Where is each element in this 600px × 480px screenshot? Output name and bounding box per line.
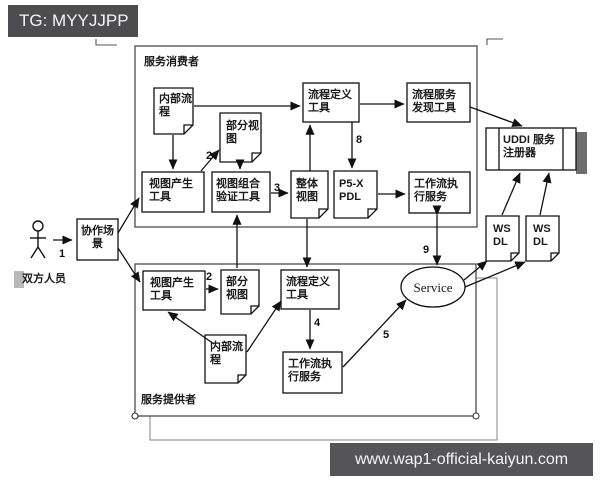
actor-icon: [30, 220, 46, 259]
arrow-collab-to-provider-viewgen: [117, 247, 141, 283]
provider-view-gen-box: [142, 270, 206, 311]
pdl-label: P5-X PDL: [339, 178, 364, 204]
doc-provider-internal-process: [204, 334, 247, 384]
selection-handle-right: [472, 412, 480, 420]
actor-label: 双方人员: [22, 273, 66, 285]
discovery-tool-label: 流程服务发现工具: [412, 89, 456, 115]
provider-internal-process-label: 内部流程: [210, 341, 243, 367]
arrow-number-3: 3: [274, 182, 281, 194]
arrow-wsdl2-to-registry: [539, 172, 552, 216]
consumer-workflow-exec-label: 工作流执行服务: [414, 178, 458, 204]
overall-view-label: 整体视图: [296, 178, 318, 204]
arrow-provider-internal-to-processdef: [246, 300, 282, 353]
wsdl2-label: WS DL: [533, 223, 551, 249]
provider-process-def-box: [280, 269, 340, 310]
arrow-number-2-bottom: 2: [206, 271, 213, 283]
arrow-number-8: 8: [356, 134, 363, 146]
doc-wsdl-2: [525, 215, 560, 262]
doc-wsdl-1: [485, 215, 520, 262]
wsdl1-label: WS DL: [493, 223, 511, 249]
provider-section-label: 服务提供者: [141, 394, 196, 406]
registry-component: [485, 127, 587, 174]
doc-consumer-internal-process: [153, 87, 194, 135]
arrow-collab-to-consumer-viewgen: [117, 197, 140, 234]
arrow-number-5: 5: [383, 329, 390, 341]
arrow-provider-internal-to-viewgen: [167, 311, 215, 345]
consumer-partial-view-label: 部分视图: [226, 120, 259, 146]
consumer-view-compose-label: 视图组合验证工具: [216, 178, 260, 204]
selection-handle-left: [131, 412, 139, 420]
corner-mark-left: [95, 39, 117, 46]
arrow-number-2-top: 2: [206, 150, 213, 162]
arrow-provider-workflow-to-service: [342, 299, 407, 368]
registry-label: UDDI 服务注册器: [503, 134, 555, 160]
collab-scene-box: [76, 218, 119, 261]
provider-partial-view-label: 部分视图: [226, 276, 248, 302]
doc-provider-partial-view: [220, 269, 260, 315]
arrow-viewgen-to-partial: [200, 149, 220, 172]
gray-highlight: [14, 271, 24, 288]
arrow-wsdl1-to-registry: [501, 172, 521, 216]
service-label: Service: [413, 280, 453, 295]
discovery-tool-box: [406, 82, 471, 123]
consumer-process-def-label: 流程定义工具: [308, 89, 352, 115]
arrow-number-4: 4: [314, 317, 321, 329]
arrow-discovery-to-registry: [469, 106, 523, 127]
consumer-internal-process-label: 内部流程: [159, 93, 192, 119]
provider-workflow-exec-label: 工作流执行服务: [288, 358, 332, 384]
consumer-process-def-box: [302, 82, 360, 123]
consumer-section-label: 服务消费者: [144, 56, 199, 68]
doc-overall-view: [290, 170, 329, 219]
doc-consumer-partial-view: [219, 112, 262, 163]
arrow-number-9: 9: [423, 244, 430, 256]
watermark-bottom-badge: www.wap1-official-kaiyun.com: [330, 443, 593, 476]
collab-scene-label: 协作场景: [81, 225, 114, 251]
consumer-view-compose-box: [211, 171, 271, 213]
corner-mark-right: [486, 38, 503, 45]
consumer-view-gen-label: 视图产生工具: [149, 178, 193, 204]
provider-process-def-label: 流程定义工具: [286, 276, 330, 302]
arrow-service-to-wsdl2: [464, 261, 526, 288]
arrow-number-1: 1: [59, 248, 66, 260]
arrow-service-to-wsdl1: [463, 260, 488, 281]
provider-view-gen-label: 视图产生工具: [150, 277, 194, 303]
provider-workflow-exec-box: [282, 351, 343, 394]
watermark-top-badge: TG: MYYJJPP: [8, 5, 138, 37]
doc-pdl: [333, 170, 378, 219]
consumer-view-gen-box: [141, 171, 205, 213]
